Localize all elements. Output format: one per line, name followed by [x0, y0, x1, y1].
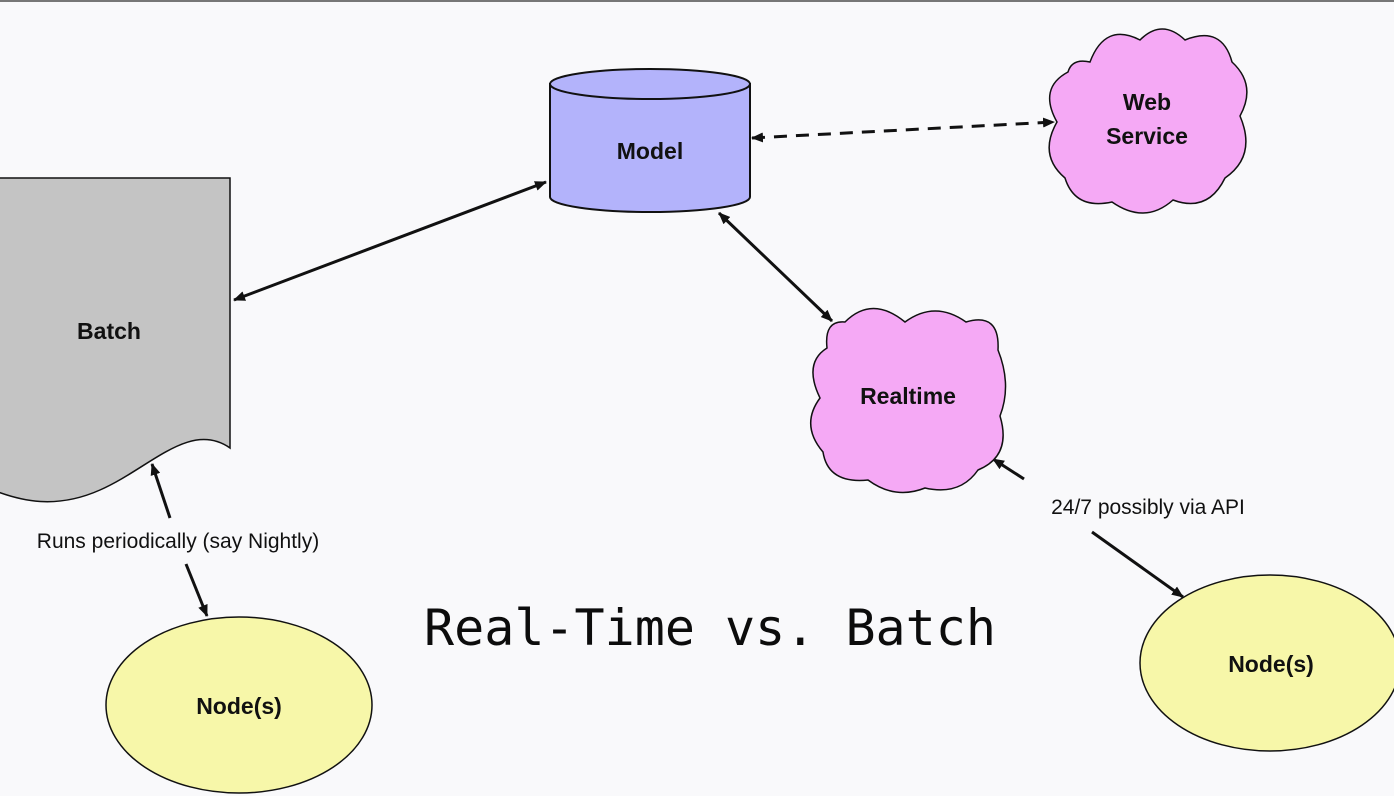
model-label: Model	[617, 138, 683, 164]
realtime-api-connector-lower	[1091, 530, 1184, 599]
batch-label: Batch	[77, 318, 141, 344]
model-node: Model	[549, 68, 751, 213]
realtime-node: Realtime	[809, 307, 1007, 494]
realtime-nodes-ellipse	[1139, 574, 1394, 752]
model-cylinder-top	[549, 68, 751, 100]
web-service-label-line2: Service	[1106, 123, 1188, 149]
web-service-label-line1: Web	[1123, 89, 1171, 115]
slide-title: Real-Time vs. Batch	[424, 599, 996, 657]
batch-schedule-label: Runs periodically (say Nightly)	[37, 530, 319, 553]
web-service-node: Web Service	[1048, 28, 1248, 214]
batch-nodes-label: Node(s)	[196, 693, 282, 719]
batch-schedule-connector-lower	[184, 563, 209, 617]
batch-model-connector	[233, 180, 547, 302]
model-cylinder-body	[549, 83, 751, 213]
web-service-cloud	[1048, 28, 1248, 214]
batch-nodes-node: Node(s)	[105, 616, 373, 794]
realtime-cloud	[809, 307, 1007, 494]
realtime-nodes-label: Node(s)	[1228, 651, 1314, 677]
batch-schedule-connector-upper	[150, 463, 172, 519]
batch-node: Batch	[0, 177, 231, 503]
realtime-label: Realtime	[860, 383, 956, 409]
realtime-api-label: 24/7 possibly via API	[1051, 496, 1245, 519]
model-webservice-connector	[751, 117, 1055, 143]
batch-document-shape	[0, 177, 231, 503]
model-realtime-connector	[717, 211, 834, 323]
realtime-nodes-node: Node(s)	[1139, 574, 1394, 752]
batch-nodes-ellipse	[105, 616, 373, 794]
realtime-api-connector-upper	[992, 457, 1025, 481]
